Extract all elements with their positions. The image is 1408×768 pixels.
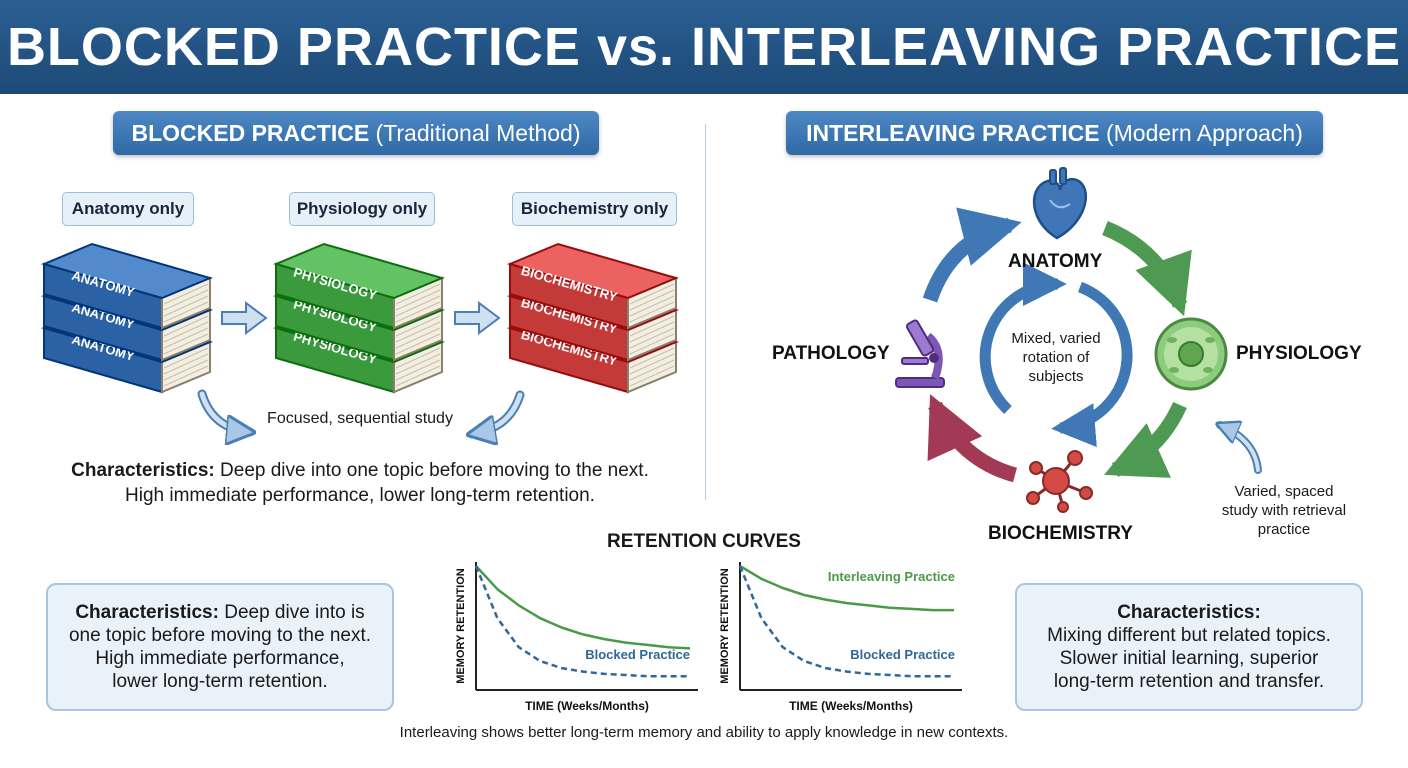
arrow-right-icon: [454, 301, 501, 335]
y-axis-label: MEMORY RETENTION: [719, 568, 731, 684]
node-anatomy: ANATOMY: [1008, 251, 1103, 272]
series-line: [475, 565, 691, 650]
tag-anatomy-only: Anatomy only: [62, 192, 194, 226]
left-card-label: Characteristics:: [75, 602, 219, 623]
x-axis-label: TIME (Weeks/Months): [525, 699, 649, 713]
retention-title: RETENTION CURVES: [607, 531, 801, 552]
book: ANATOMY: [40, 242, 214, 330]
series-line: [738, 565, 954, 678]
cycle-arrow-icon: [1104, 401, 1187, 478]
note-arrow-icon: [1220, 425, 1260, 472]
series-label: Blocked Practice: [585, 647, 690, 662]
cycle-arrow-icon: [927, 394, 1018, 483]
node-pathology: PATHOLOGY: [772, 343, 890, 364]
node-biochemistry: BIOCHEMISTRY: [988, 523, 1133, 544]
right-card-line2: Slower initial learning, superior: [1059, 648, 1319, 669]
series-label: Interleaving Practice: [828, 569, 955, 584]
side-note-line3: practice: [1257, 521, 1311, 538]
page-title: BLOCKED PRACTICE vs. INTERLEAVING PRACTI…: [6, 17, 1402, 77]
retention-caption: Interleaving shows better long-term memo…: [399, 724, 1009, 741]
curved-arrow-icon: [472, 392, 523, 434]
blocked-characteristics-label: Characteristics:: [71, 460, 215, 481]
tag-physiology-only: Physiology only: [289, 192, 435, 226]
left-card-line3: High immediate performance,: [95, 648, 345, 669]
blocked-characteristics: Characteristics: Deep dive into one topi…: [30, 458, 690, 508]
focus-caption: Focused, sequential study: [267, 410, 453, 427]
tag-biochemistry-only: Biochemistry only: [512, 192, 677, 226]
node-physiology: PHYSIOLOGY: [1236, 343, 1362, 364]
blocked-characteristics-card: Characteristics: Deep dive into is one t…: [46, 583, 394, 711]
cycle-center-text: Mixed, varied rotation of subjects: [996, 329, 1116, 386]
right-card-line1: Mixing different but related topics.: [1047, 625, 1331, 646]
side-note-line2: study with retrieval: [1221, 502, 1347, 519]
blocked-heading-bold: BLOCKED PRACTICE: [131, 120, 370, 146]
blocked-characteristics-line1: Deep dive into one topic before moving t…: [220, 460, 649, 481]
blocked-heading-light: (Traditional Method): [375, 120, 581, 146]
left-card-line4: lower long-term retention.: [112, 671, 328, 692]
cycle-center-line2: rotation of: [1022, 349, 1090, 366]
interleaving-heading-light: (Modern Approach): [1105, 120, 1303, 146]
retention-chart-left: TIME (Weeks/Months) MEMORY RETENTION Block…: [455, 562, 698, 713]
cycle-center-line1: Mixed, varied: [1011, 330, 1101, 347]
interleaving-heading-bold: INTERLEAVING PRACTICE: [806, 120, 1100, 146]
inner-cycle-arrow-icon: [979, 262, 1067, 414]
cycle-center-line3: subjects: [1028, 368, 1084, 385]
series-line: [739, 564, 954, 612]
blocked-characteristics-line2: High immediate performance, lower long-t…: [125, 485, 595, 506]
cycle-arrow-icon: [922, 207, 1022, 303]
left-card-line1: Deep dive into is: [224, 602, 365, 623]
microscope-icon: [895, 319, 945, 388]
x-axis-label: TIME (Weeks/Months): [789, 699, 913, 713]
blocked-heading: BLOCKED PRACTICE (Traditional Method): [113, 111, 599, 155]
series-label: Blocked Practice: [850, 647, 955, 662]
side-note-line1: Varied, spaced: [1234, 483, 1334, 500]
molecule-icon: [1026, 450, 1093, 513]
cell-icon: [1154, 317, 1228, 391]
series-line: [474, 565, 690, 678]
right-card-line3: long-term retention and transfer.: [1053, 671, 1325, 692]
book: PHYSIOLOGY: [272, 242, 446, 330]
retention-chart-right: TIME (Weeks/Months) MEMORY RETENTION Inter…: [719, 562, 962, 713]
inner-cycle-arrow-icon: [1051, 281, 1133, 448]
right-card-label: Characteristics:: [1117, 602, 1261, 623]
arrow-right-icon: [221, 301, 268, 335]
left-card-line2: one topic before moving to the next.: [68, 625, 372, 646]
section-divider: [705, 124, 706, 500]
interleaving-heading: INTERLEAVING PRACTICE (Modern Approach): [786, 111, 1323, 155]
cycle-arrow-icon: [1102, 221, 1192, 317]
book: BIOCHEMISTRY: [506, 242, 680, 330]
heart-icon: [1032, 167, 1088, 240]
y-axis-label: MEMORY RETENTION: [455, 568, 467, 684]
interleaving-characteristics-card: Characteristics: Mixing different but re…: [1015, 583, 1363, 711]
interleaving-side-note: Varied, spaced study with retrieval prac…: [1204, 482, 1364, 539]
curved-arrow-icon: [199, 391, 250, 432]
title-banner: BLOCKED PRACTICE vs. INTERLEAVING PRACTI…: [0, 0, 1408, 94]
